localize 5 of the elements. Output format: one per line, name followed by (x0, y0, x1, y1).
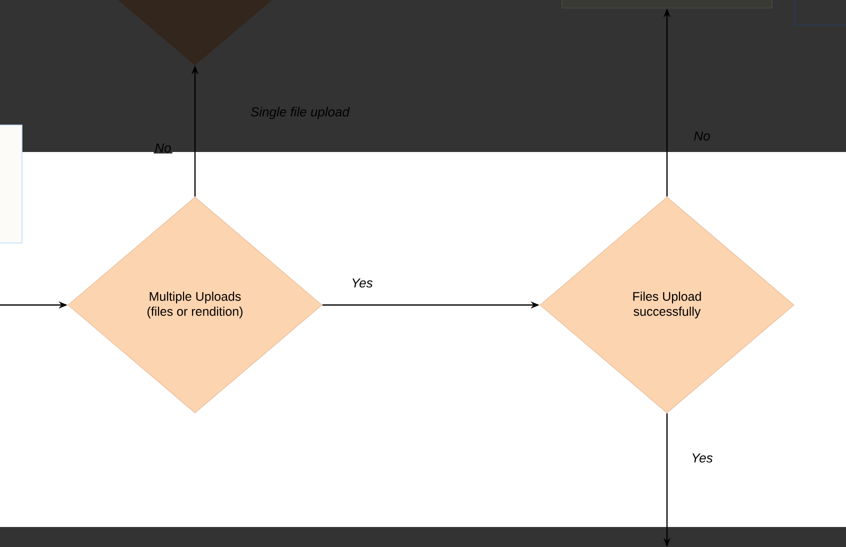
edge-label: Yes (690, 452, 714, 464)
process-box (562, 0, 772, 8)
edge-label: Yes (350, 277, 374, 289)
process-box (0, 124, 22, 244)
process-box (794, 0, 846, 26)
